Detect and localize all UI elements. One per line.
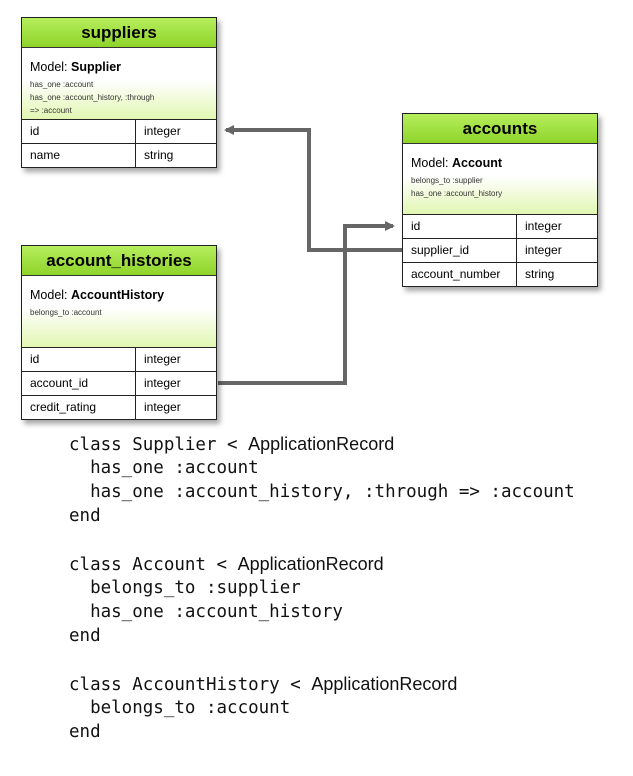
table-title: suppliers (22, 18, 216, 48)
association: => :account (30, 106, 72, 115)
association: has_one :account (30, 80, 94, 89)
account-histories-table: account_histories Model: AccountHistory … (21, 245, 217, 420)
association: has_one :account_history, :through (30, 93, 155, 102)
table-row: account_id integer (22, 372, 216, 396)
column-type: integer (525, 219, 562, 233)
code-line: end (69, 722, 101, 742)
code-line: belongs_to :account (69, 698, 291, 718)
association: has_one :account_history (411, 189, 503, 198)
model-name: AccountHistory (71, 288, 165, 302)
arrow-account-id-to-accounts-id (218, 221, 395, 385)
table-row: credit_rating integer (22, 396, 216, 419)
column-name: id (22, 348, 136, 371)
table-row: account_number string (403, 263, 597, 286)
table-title: account_histories (22, 246, 216, 276)
column-name: id (22, 120, 136, 143)
code-line: belongs_to :supplier (69, 578, 301, 598)
column-type: integer (144, 400, 181, 414)
code-line: has_one :account_history (69, 602, 343, 622)
model-info: Model: AccountHistory belongs_to :accoun… (22, 276, 216, 348)
model-info: Model: Account belongs_to :supplier has_… (403, 144, 597, 215)
code-blank-line (69, 528, 575, 552)
column-name: id (403, 215, 517, 238)
arrow-supplier-id-to-suppliers-id (224, 125, 403, 252)
column-type: integer (144, 352, 181, 366)
column-type: integer (525, 243, 562, 257)
code-block: class Supplier < ApplicationRecord has_o… (69, 432, 575, 744)
column-name: account_number (403, 263, 517, 286)
code-line: class AccountHistory < ApplicationRecord (69, 674, 458, 695)
table-row: supplier_id integer (403, 239, 597, 263)
table-row: id integer (22, 348, 216, 372)
code-line: end (69, 626, 101, 646)
column-name: credit_rating (22, 396, 136, 419)
model-name: Supplier (71, 60, 122, 74)
code-line: class Supplier < ApplicationRecord (69, 434, 395, 455)
code-line: end (69, 506, 101, 526)
table-row: id integer (22, 120, 216, 144)
column-name: account_id (22, 372, 136, 395)
association: belongs_to :account (30, 308, 102, 317)
column-type: integer (144, 124, 181, 138)
code-blank-line (69, 648, 575, 672)
code-line: class Account < ApplicationRecord (69, 554, 384, 575)
column-name: supplier_id (403, 239, 517, 262)
association: belongs_to :supplier (411, 176, 483, 185)
table-row: name string (22, 144, 216, 167)
model-info: Model: Supplier has_one :account has_one… (22, 48, 216, 120)
code-line: has_one :account_history, :through => :a… (69, 482, 575, 502)
code-line: has_one :account (69, 458, 259, 478)
suppliers-table: suppliers Model: Supplier has_one :accou… (21, 17, 217, 168)
accounts-table: accounts Model: Account belongs_to :supp… (402, 113, 598, 287)
table-row: id integer (403, 215, 597, 239)
column-name: name (22, 144, 136, 167)
table-title: accounts (403, 114, 597, 144)
column-type: string (144, 148, 174, 162)
model-name: Account (452, 156, 502, 170)
column-type: string (525, 267, 555, 281)
column-type: integer (144, 376, 181, 390)
